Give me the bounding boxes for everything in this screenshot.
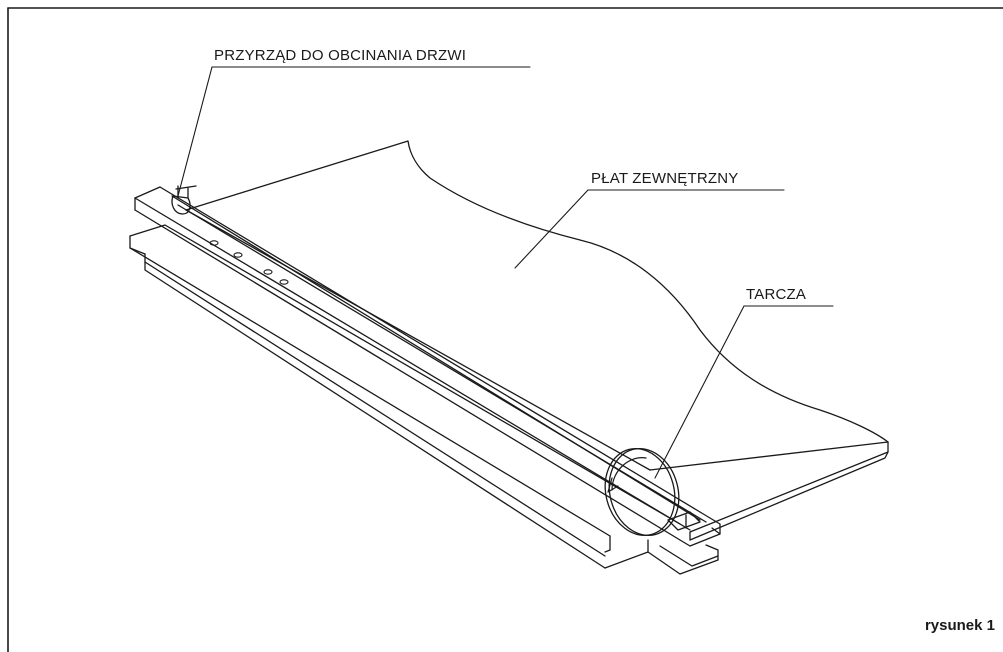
clamp-knob: [171, 185, 197, 215]
channel-profile: [647, 544, 719, 575]
rail-holes: [209, 240, 289, 285]
tool-label: PRZYRZĄD DO OBCINANIA DRZWI: [214, 47, 467, 64]
support-beam: [129, 224, 681, 569]
disc-label: TARCZA: [746, 286, 807, 303]
figure-caption: rysunek 1: [924, 617, 995, 634]
leader-lines: [177, 66, 834, 479]
panel-label: PŁAT ZEWNĘTRZNY: [591, 170, 739, 187]
border-lines: [7, 7, 1003, 652]
door-panel: [185, 140, 889, 541]
cutting-rail: [134, 186, 721, 547]
cutting-disc: [604, 447, 701, 537]
